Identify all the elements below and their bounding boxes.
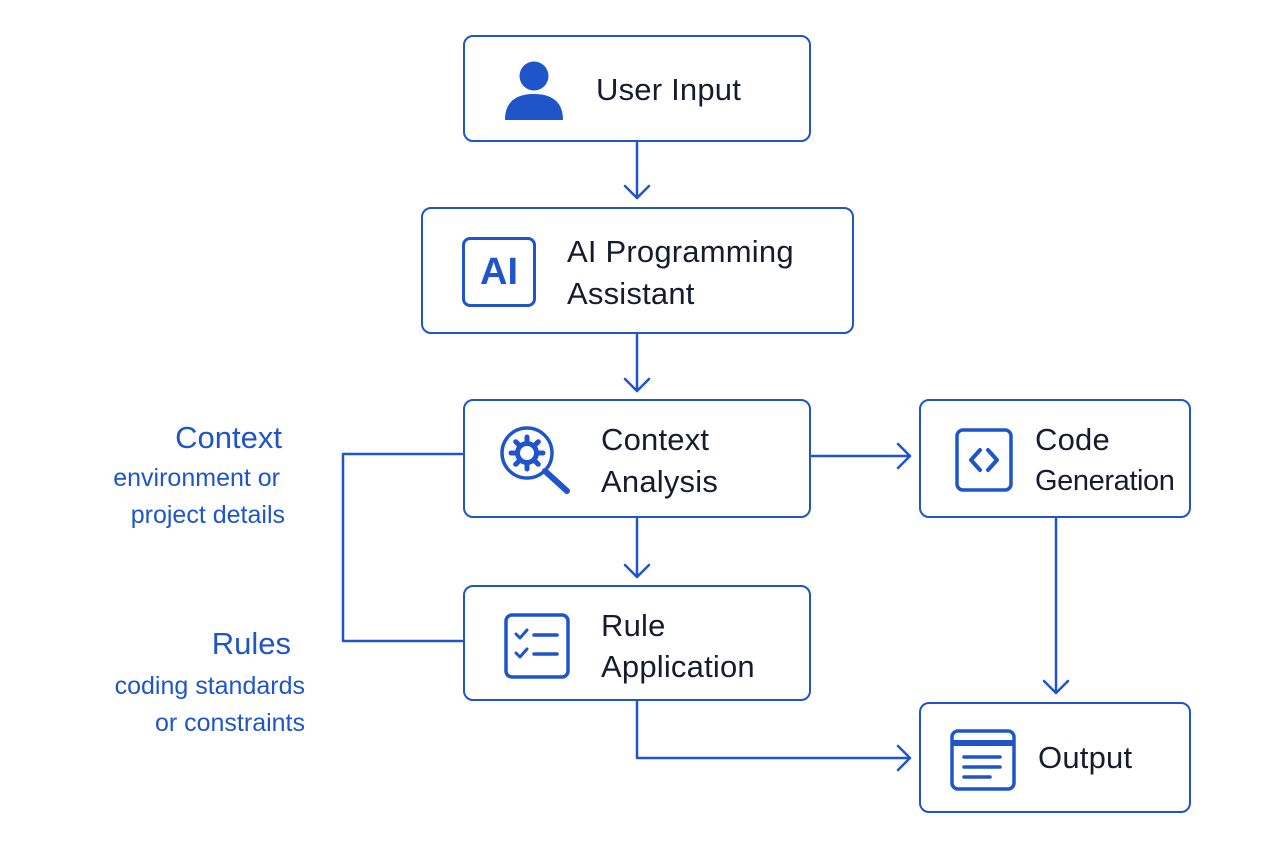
ai-chip-icon-text: AI [480, 251, 518, 293]
rules-side-title: Rules [211, 626, 291, 661]
checklist-icon [504, 613, 570, 679]
arrow-code-to-output [1042, 517, 1070, 695]
arrow-user-to-assistant [623, 141, 651, 200]
rules-side-line2: or constraints [154, 709, 305, 737]
rule-application-label-line2: Application [601, 649, 755, 684]
arrow-assistant-to-context [623, 333, 651, 393]
context-analysis-node: Context Analysis [463, 399, 811, 518]
ai-assistant-label-line1: AI Programming [567, 234, 794, 269]
rules-side-line1: coding standards [114, 672, 305, 700]
rule-application-node: Rule Application [463, 585, 811, 701]
code-generation-label-line2: Generation [1035, 465, 1175, 497]
context-side-line1: environment or [113, 464, 280, 492]
context-side-title: Context [175, 420, 282, 455]
arrow-rule-to-output [635, 700, 912, 772]
arrow-context-to-code [810, 442, 912, 470]
document-window-icon [950, 729, 1016, 791]
user-icon [505, 61, 563, 120]
rule-application-label-line1: Rule [601, 608, 666, 643]
user-input-node: User Input [463, 35, 811, 142]
ai-chip-icon: AI [462, 237, 536, 307]
code-brackets-icon [955, 428, 1013, 492]
code-generation-label-line1: Code [1035, 422, 1110, 457]
output-label: Output [1038, 740, 1133, 775]
ai-assistant-node: AI AI Programming Assistant [421, 207, 854, 334]
loop-line-context-rule [341, 452, 464, 643]
user-input-label: User Input [596, 72, 742, 107]
ai-assistant-label-line2: Assistant [567, 276, 695, 311]
gear-magnifier-icon [500, 426, 570, 494]
context-side-line2: project details [130, 501, 285, 529]
code-generation-node: Code Generation [919, 399, 1191, 518]
arrow-context-to-rule [623, 517, 651, 579]
context-analysis-label-line1: Context [601, 422, 710, 457]
context-analysis-label-line2: Analysis [601, 464, 719, 499]
output-node: Output [919, 702, 1191, 813]
